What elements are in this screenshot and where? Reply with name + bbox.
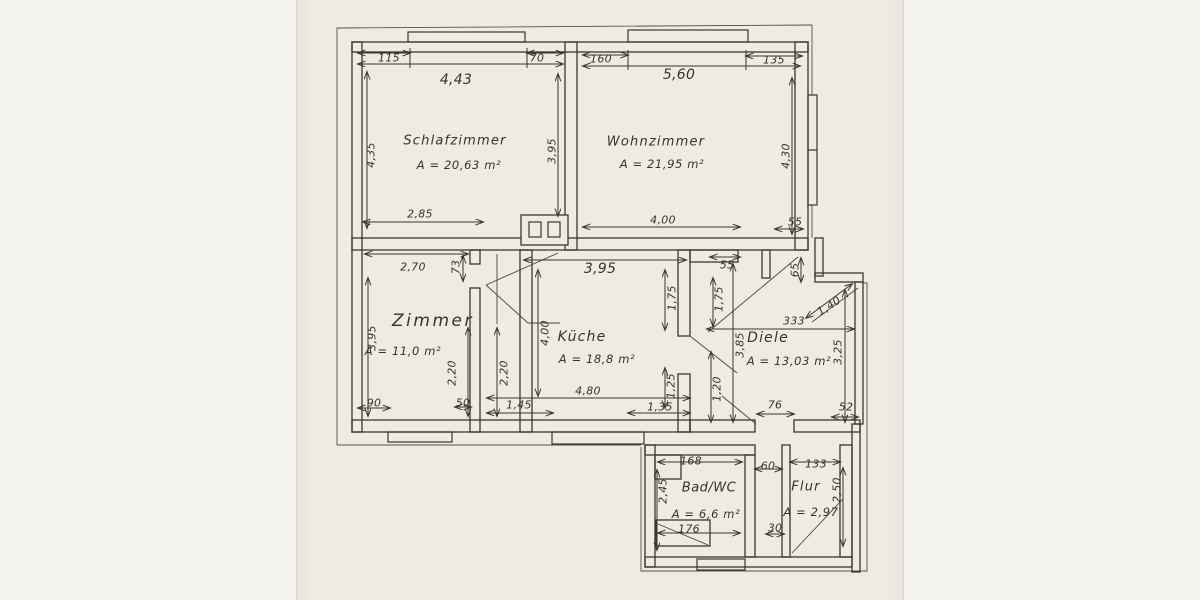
dim-schlafzimmer-bottom: 2,85 (407, 207, 433, 221)
area-label-diele: A = 13,03 m² (746, 354, 832, 368)
dim-schlafzimmer-top-left: 115 (378, 51, 400, 65)
dim-wohnzimmer-bottom-right: 55 (787, 215, 803, 229)
dim-wohnzimmer-top-right: 135 (763, 53, 785, 67)
dim-bad-wc-bottom: 176 (678, 522, 700, 536)
scan-paper-sheet (296, 0, 904, 600)
chimney-block (520, 214, 569, 246)
dim-diele-left: 3,85 (733, 332, 747, 358)
room-label-bad-wc: Bad/WC (681, 480, 737, 496)
dim-kueche-bottom-right: 1,35 (647, 400, 673, 414)
dim-zimmer-left: 3,95 (365, 325, 379, 351)
room-label-schlafzimmer: Schlafzimmer (403, 133, 507, 149)
outer-contour-lines (336, 24, 868, 572)
dim-kueche-left: 4,00 (538, 320, 552, 346)
room-label-kueche: Küche (557, 329, 607, 345)
dim-diele-top-total: 333 (783, 314, 805, 328)
dim-wohnzimmer-bottom: 4,00 (650, 213, 676, 227)
dim-diele-right: 3,25 (831, 339, 845, 365)
room-label-wohnzimmer: Wohnzimmer (606, 134, 706, 150)
dim-shaft-bottom: 30 (767, 521, 783, 535)
dim-diele-left-upper: 1,75 (712, 286, 726, 312)
dim-kueche-bottom-left: 1,45 (506, 398, 532, 412)
dim-zimmer-top: 2,70 (400, 260, 426, 274)
dim-kueche-right-lower: 1,25 (664, 373, 678, 399)
dim-diele-top-left: 55 (719, 258, 735, 272)
dim-flur-right: 2,50 (830, 477, 844, 503)
walls (351, 41, 864, 573)
dim-zimmer-corridor: 2,20 (497, 360, 511, 386)
dim-diele-bottom-door: 76 (767, 398, 783, 412)
dim-schlafzimmer-right: 3,95 (545, 138, 559, 164)
dim-zimmer-bottom-left: 90 (366, 396, 382, 410)
dim-wohnzimmer-top-left: 160 (590, 52, 612, 66)
dim-diele-niche-height: 65 (788, 262, 802, 278)
dim-bad-wc-left: 2,45 (656, 478, 670, 504)
dim-bad-wc-top: 168 (680, 454, 702, 468)
area-label-schlafzimmer: A = 20,63 m² (416, 158, 502, 172)
room-label-zimmer: Zimmer (392, 311, 474, 331)
dim-zimmer-top-right: 73 (449, 259, 463, 275)
room-label-diele: Diele (747, 330, 789, 346)
area-label-kueche: A = 18,8 m² (558, 352, 636, 366)
area-label-flur: A = 2,97 (783, 505, 839, 519)
area-label-bad-wc: A = 6,6 m² (671, 507, 741, 521)
dim-kueche-bottom-total: 4,80 (575, 384, 601, 398)
dim-zimmer-bottom-right: 50 (455, 396, 471, 410)
dim-zimmer-right: 2,20 (445, 360, 459, 386)
dim-diele-left-lower: 1,20 (710, 376, 724, 402)
dim-schlafzimmer-top-right: 70 (529, 51, 545, 65)
dim-wohnzimmer-right: 4,30 (779, 143, 793, 169)
dim-diele-bottom-right: 52 (838, 400, 854, 414)
room-label-flur: Flur (791, 479, 821, 495)
window-bays (387, 29, 818, 571)
dim-wohnzimmer-top-total: 5,60 (662, 67, 696, 83)
dim-kueche-top: 3,95 (583, 261, 617, 277)
dim-schlafzimmer-left: 4,35 (364, 142, 378, 168)
area-label-zimmer: A = 11,0 m² (364, 344, 442, 358)
dimension-lines (358, 48, 858, 550)
area-label-wohnzimmer: A = 21,95 m² (619, 157, 705, 171)
dim-flur-top: 133 (805, 457, 827, 471)
dim-kueche-right-upper: 1,75 (665, 285, 679, 311)
dim-schlafzimmer-top-total: 4,43 (439, 72, 473, 88)
dim-shaft-top: 60 (760, 459, 776, 473)
